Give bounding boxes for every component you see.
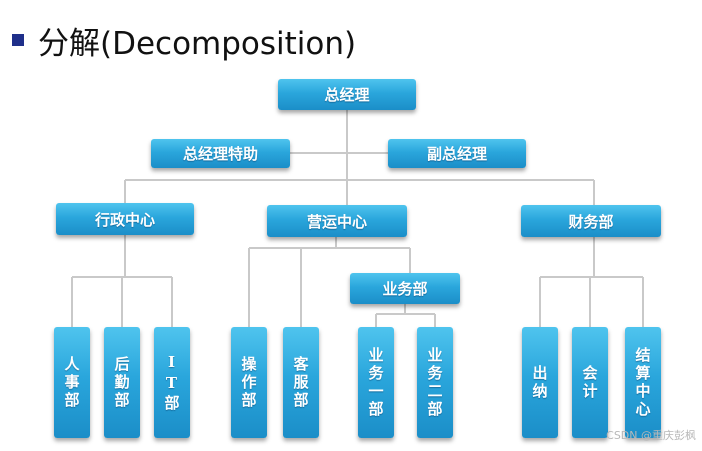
node-cashier: 出纳: [522, 327, 558, 438]
node-business-one: 业务一部: [358, 327, 394, 438]
node-operation-dept: 操作部: [231, 327, 267, 438]
node-admin-center: 行政中心: [56, 203, 194, 235]
node-ops-center: 营运中心: [267, 205, 407, 237]
watermark-text: CSDN @重庆彭枫: [606, 429, 696, 442]
node-ceo-assistant: 总经理特助: [151, 139, 290, 168]
node-logistics-dept: 后勤部: [104, 327, 140, 438]
node-it-dept: IT部: [154, 327, 190, 438]
node-customer-dept: 客服部: [283, 327, 319, 438]
node-finance-dept: 财务部: [521, 205, 661, 237]
node-deputy-ceo: 副总经理: [388, 139, 526, 168]
slide-title: 分解(Decomposition): [6, 18, 356, 62]
node-settlement-center: 结算中心: [625, 327, 661, 438]
node-ceo: 总经理: [278, 79, 416, 110]
node-accounting: 会计: [572, 327, 608, 438]
node-business-dept: 业务部: [350, 273, 460, 304]
title-text: 分解(Decomposition): [38, 25, 357, 62]
node-hr-dept: 人事部: [54, 327, 90, 438]
node-business-two: 业务二部: [417, 327, 453, 438]
bullet-square-icon: [12, 34, 24, 46]
